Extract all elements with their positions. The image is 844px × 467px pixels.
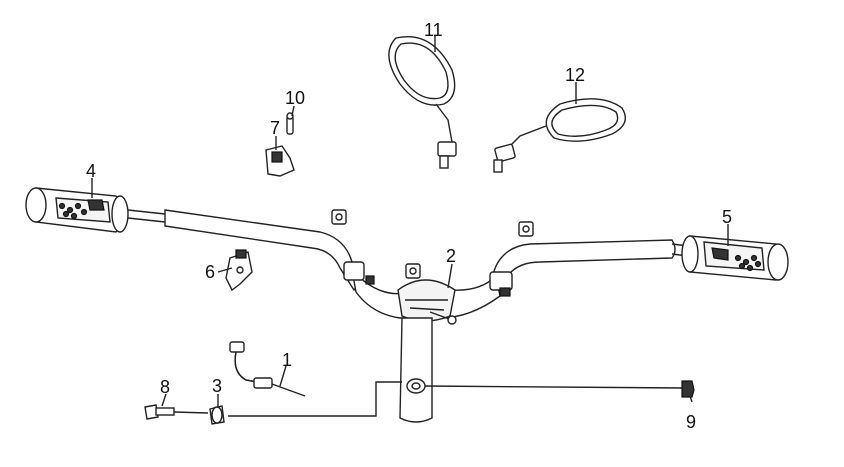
bolt-part-8: [144, 404, 175, 420]
right-grip-part-5: [681, 235, 789, 281]
pin-part-10: [286, 112, 294, 135]
left-grip-part-4: [25, 187, 129, 233]
callout-8: 8: [160, 377, 170, 397]
handlebar-tube: [127, 209, 689, 325]
lever-bracket-part-7: [265, 145, 295, 177]
callout-3: 3: [212, 376, 222, 396]
callout-leaders: [91, 36, 729, 408]
throttle-cable-part-1: [229, 341, 306, 397]
left-mirror-part-11: [388, 36, 457, 169]
callout-4: 4: [86, 161, 96, 181]
callout-1: 1: [282, 350, 292, 370]
callout-6: 6: [205, 262, 215, 282]
assembly-leader-lines: [173, 381, 402, 417]
callout-9: 9: [686, 412, 696, 432]
callout-10: 10: [285, 88, 305, 108]
callout-5: 5: [722, 207, 732, 227]
callout-12: 12: [565, 65, 585, 85]
callout-labels: 4 5 11 12 7 10 6 2 1 8 3 9: [86, 20, 732, 432]
switch-housing-part-6: [225, 249, 253, 292]
nut-part-3: [209, 405, 225, 425]
callout-7: 7: [270, 118, 280, 138]
callout-11: 11: [424, 20, 443, 40]
callout-2: 2: [446, 246, 456, 266]
steering-stem: [399, 317, 433, 423]
right-mirror-part-12: [493, 98, 626, 173]
through-bolt: [424, 380, 695, 398]
